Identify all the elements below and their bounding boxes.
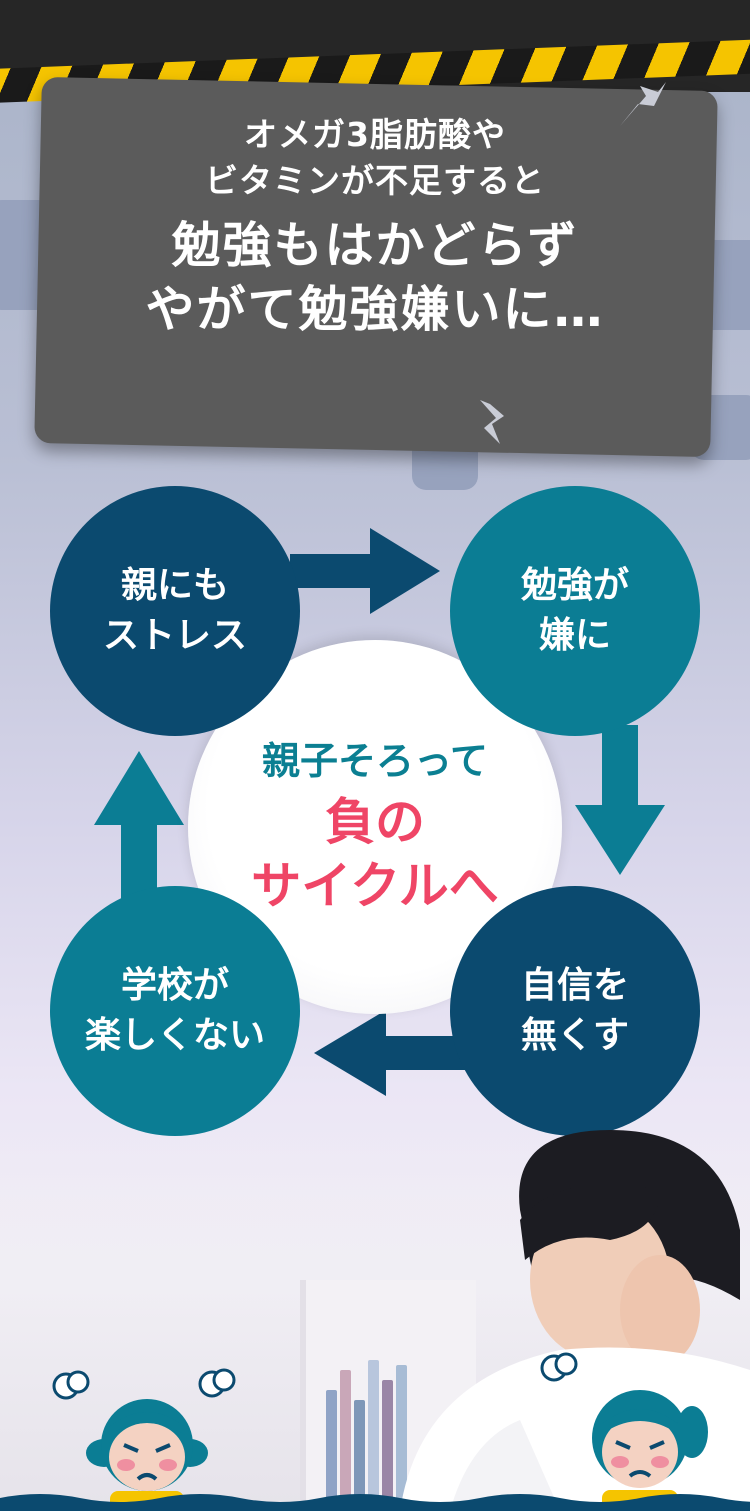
sign-crack-icon bbox=[480, 400, 504, 444]
node-lose-confidence: 自信を 無くす bbox=[450, 886, 700, 1136]
node-text: 自信を bbox=[520, 965, 629, 1006]
node-text: 親にも bbox=[120, 565, 229, 606]
sign-line2: ビタミンが不足すると bbox=[205, 161, 545, 200]
book bbox=[326, 1390, 337, 1510]
arrow-right-icon bbox=[290, 528, 440, 614]
node-parent-stress: 親にも ストレス bbox=[50, 486, 300, 736]
steam-puff-icon bbox=[198, 1368, 236, 1398]
node-text: 無くす bbox=[520, 1015, 629, 1056]
book bbox=[368, 1360, 379, 1510]
steam-puff-icon bbox=[52, 1370, 90, 1400]
sign-text: オメガ3脂肪酸や ビタミンが不足すると 勉強もはかどらず やがて勉強嫌いに… bbox=[0, 112, 750, 342]
book bbox=[340, 1370, 351, 1510]
sign-line1: オメガ3脂肪酸や bbox=[244, 115, 506, 154]
sign-line4: やがて勉強嫌いに… bbox=[145, 281, 605, 338]
bottom-wave bbox=[0, 1494, 750, 1511]
node-school-not-fun: 学校が 楽しくない bbox=[50, 886, 300, 1136]
sign-crack-icon bbox=[620, 82, 666, 126]
book bbox=[354, 1400, 365, 1510]
book bbox=[382, 1380, 393, 1510]
center-line3: サイクルへ bbox=[251, 857, 499, 915]
node-text: 楽しくない bbox=[84, 1015, 265, 1056]
sign-line3: 勉強もはかどらず bbox=[171, 217, 579, 274]
node-text: 嫌に bbox=[538, 615, 611, 656]
book bbox=[396, 1365, 407, 1510]
arrow-up-icon bbox=[94, 751, 184, 905]
center-line1: 親子そろって bbox=[261, 739, 489, 783]
node-text: 学校が bbox=[120, 965, 229, 1006]
arrow-down-icon bbox=[575, 725, 665, 875]
node-text: ストレス bbox=[102, 615, 247, 656]
node-hate-study: 勉強が 嫌に bbox=[450, 486, 700, 736]
hazard-bar bbox=[0, 0, 750, 104]
center-emphasis: 負の サイクルへ bbox=[188, 790, 562, 918]
node-text: 勉強が bbox=[520, 565, 629, 606]
center-line2: 負の bbox=[325, 793, 425, 851]
steam-puff-icon bbox=[540, 1352, 578, 1382]
arrow-left-icon bbox=[314, 1010, 466, 1096]
